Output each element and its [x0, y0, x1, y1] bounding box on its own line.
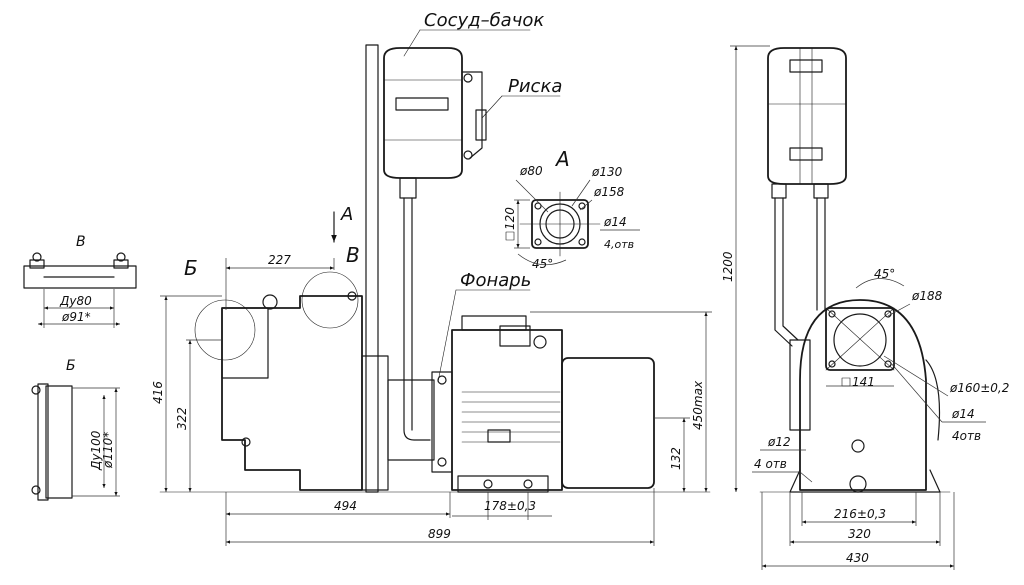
detail-b-label: Б [66, 358, 76, 374]
dim-a-4otv: 4,отв [604, 238, 634, 251]
dim-216: 216±0,3 [834, 507, 886, 521]
dim-494: 494 [334, 499, 357, 513]
dim-a-d80: ø80 [519, 164, 543, 178]
view-a-title: А [554, 147, 570, 171]
dim-4otv-right: 4отв [952, 429, 981, 443]
dim-227: 227 [268, 253, 291, 267]
tank-label: Сосуд–бачок [424, 10, 544, 31]
dim-322: 322 [175, 407, 189, 430]
dim-dn80: Ду80 [59, 294, 92, 308]
dim-dn100: Ду100 [89, 430, 103, 471]
view-a-flange: А ø80 ø130 ø158 ø14 4,отв 120 45° [503, 147, 640, 271]
dim-450max: 450max [691, 380, 705, 430]
dim-141: 141 [852, 375, 875, 389]
dim-a-45: 45° [532, 257, 553, 271]
dim-416: 416 [151, 381, 165, 404]
front-view-pump: Б В А [151, 10, 712, 546]
dim-a-d14: ø14 [603, 215, 627, 229]
dim-d12: ø12 [767, 435, 791, 449]
mark-label: Риска [508, 76, 562, 97]
dim-a-120: 120 [503, 207, 517, 230]
dim-430: 430 [846, 551, 869, 565]
dim-45-right: 45° [874, 267, 895, 281]
arrow-a-label: А [340, 204, 353, 225]
detail-view-b: Б Ду100 ø110* [31, 358, 120, 501]
dim-320: 320 [848, 527, 871, 541]
dim-178: 178±0,3 [484, 499, 536, 513]
dim-d110: ø110* [101, 432, 115, 469]
section-v-callout: В [346, 243, 360, 267]
dim-4otv-left: 4 отв [754, 457, 787, 471]
dim-a-d130: ø130 [591, 165, 623, 179]
dim-d160: ø160±0,2 [949, 381, 1009, 395]
dim-899: 899 [428, 527, 451, 541]
end-view-pump: 1200 45° ø188 141 ø160±0,2 ø14 4отв ø12 … [721, 45, 1009, 570]
dim-132: 132 [669, 447, 683, 470]
section-b-callout: Б [184, 256, 198, 280]
dim-d14-right: ø14 [951, 407, 975, 421]
dim-a-d158: ø158 [593, 185, 625, 199]
detail-view-v: В Ду80 ø91* [23, 234, 137, 328]
dim-1200: 1200 [721, 251, 735, 282]
lantern-label: Фонарь [460, 270, 531, 291]
dim-d188: ø188 [911, 289, 943, 303]
detail-v-label: В [76, 234, 86, 250]
dim-d91: ø91* [61, 310, 91, 324]
